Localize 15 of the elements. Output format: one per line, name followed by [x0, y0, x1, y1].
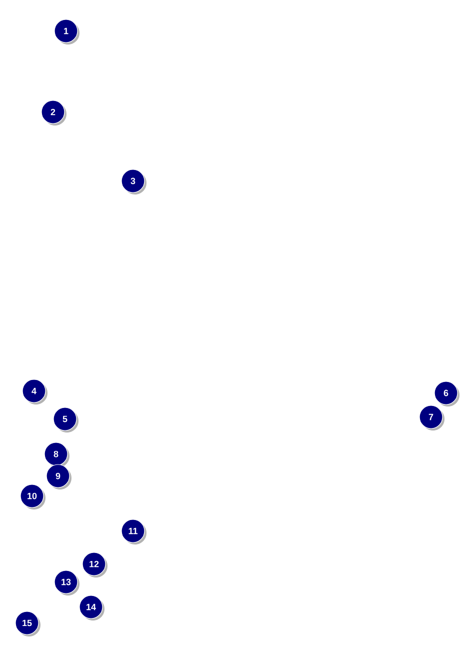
callout-number: 9 — [46, 464, 72, 490]
callout-number: 2 — [41, 100, 66, 126]
callout-number: 1 — [54, 19, 80, 44]
callout-number: 5 — [53, 407, 78, 432]
callout-number: 7 — [419, 405, 444, 430]
callout-number: 8 — [44, 442, 70, 468]
callout-number: 13 — [54, 570, 80, 596]
callout-number: 3 — [121, 169, 146, 194]
callout-number: 15 — [15, 611, 40, 636]
callout-number: 10 — [20, 484, 46, 510]
callout-number: 14 — [79, 595, 104, 620]
callout-number: 11 — [121, 519, 146, 544]
callout-number: 6 — [434, 381, 460, 406]
callout-number: 4 — [22, 379, 48, 404]
callout-number: 12 — [82, 552, 108, 578]
